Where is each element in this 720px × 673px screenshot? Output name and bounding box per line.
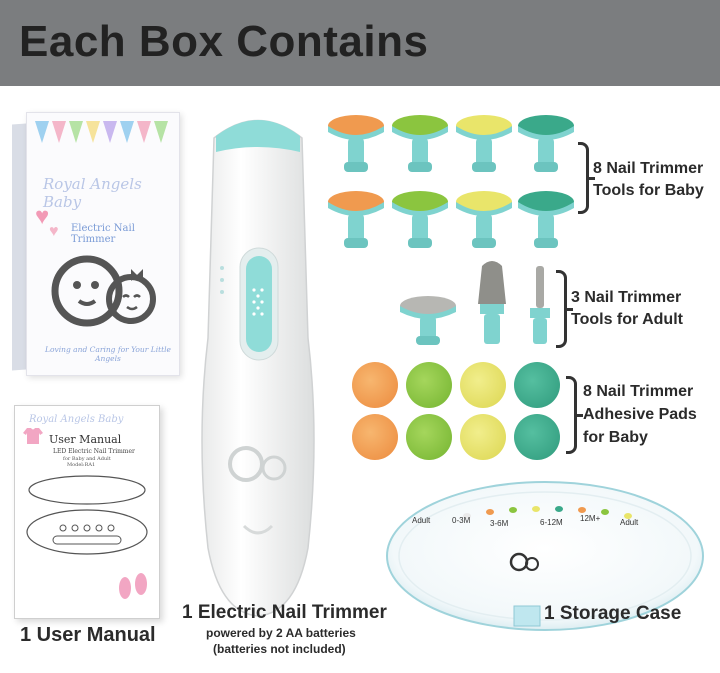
storage-case: Adult 0-3M 3-6M 6-12M 12M+ Adult: [382, 472, 708, 636]
pads-label-2: Adhesive Pads: [583, 406, 697, 423]
box-tagline: Loving and Caring for Your Little Angels: [45, 345, 171, 363]
baby-tools-label-1: 8 Nail Trimmer: [593, 160, 704, 177]
pad-orange: [352, 362, 398, 408]
brace-adult-tools: [556, 270, 573, 348]
adult-tools-label-1: 3 Nail Trimmer: [571, 289, 682, 306]
manual-brand: Royal Angels Baby: [29, 414, 124, 425]
pad-lime: [406, 362, 452, 408]
case-slot-adult: Adult: [412, 516, 431, 525]
product-box: Royal Angels Baby ♥ ♥ Electric Nail Trim…: [12, 112, 180, 376]
case-slot-0-3m: 0-3M: [452, 516, 471, 525]
case-label: 1 Storage Case: [544, 603, 682, 624]
adhesive-pads: [352, 362, 562, 462]
baby-feet-icon: [113, 564, 153, 604]
electric-trimmer: [196, 108, 320, 620]
pad-yellow: [460, 362, 506, 408]
adult-tools: [396, 256, 566, 352]
case-slot-12m: 12M+: [580, 514, 601, 523]
manual-label: 1 User Manual: [20, 624, 156, 646]
onesie-icon: [23, 426, 43, 446]
heart-icon: ♥: [49, 223, 59, 240]
pads-label-3: for Baby: [583, 429, 648, 446]
bunting-flags: [35, 121, 171, 147]
box-brand: Royal Angels Baby: [43, 175, 142, 211]
case-slot-6-12m: 6-12M: [540, 518, 563, 527]
user-manual: Royal Angels Baby User Manual LED Electr…: [14, 405, 160, 619]
baby-tools-grid: [326, 112, 576, 260]
manual-case-drawing: [23, 472, 151, 558]
manual-sub3: Model:RA1: [67, 462, 96, 468]
manual-title: User Manual: [49, 433, 122, 446]
adult-tools-label-2: Tools for Adult: [571, 311, 683, 328]
pads-label-1: 8 Nail Trimmer: [583, 383, 694, 400]
trimmer-label: 1 Electric Nail Trimmer: [182, 602, 387, 623]
pad-lime: [406, 414, 452, 460]
box-product-name: Electric Nail Trimmer: [71, 223, 135, 245]
pad-green: [514, 414, 560, 460]
manual-sub1: LED Electric Nail Trimmer: [53, 448, 135, 455]
case-slot-3-6m: 3-6M: [490, 519, 509, 528]
pad-yellow: [460, 414, 506, 460]
header-bar: Each Box Contains: [0, 0, 720, 86]
trimmer-note-2: (batteries not included): [213, 642, 346, 656]
manual-sub2: for Baby and Adult: [63, 456, 111, 462]
baby-face-logo: [49, 241, 159, 331]
brace-pads: [566, 376, 583, 454]
page-title: Each Box Contains: [19, 17, 429, 66]
pad-green: [514, 362, 560, 408]
case-slot-adult-2: Adult: [620, 518, 639, 527]
brace-baby-tools: [578, 142, 595, 214]
heart-icon: ♥: [35, 203, 50, 230]
trimmer-note-1: powered by 2 AA batteries: [206, 626, 356, 640]
pad-orange: [352, 414, 398, 460]
baby-tools-label-2: Tools for Baby: [593, 182, 704, 199]
